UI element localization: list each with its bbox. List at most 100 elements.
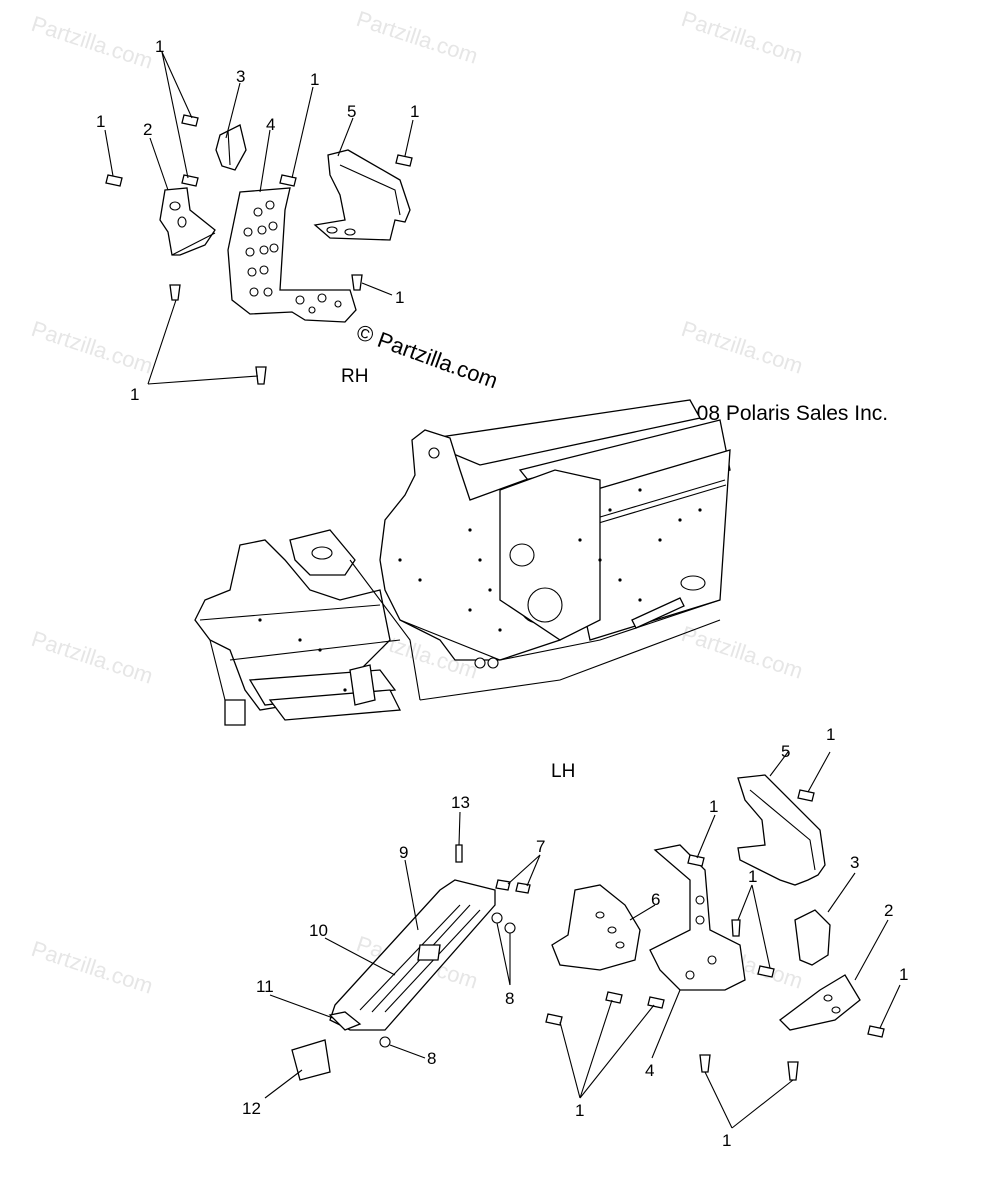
watermark: Partzilla.com	[28, 11, 155, 74]
rivet-dot	[343, 688, 347, 692]
lh-rivets	[545, 789, 885, 1081]
rivet-dot	[598, 558, 602, 562]
hole	[259, 265, 269, 275]
rivet	[867, 1025, 885, 1038]
lh-part-8-nut	[379, 1036, 391, 1048]
leader-line	[161, 51, 189, 179]
callout-number: 7	[536, 837, 545, 856]
rh-rivets	[105, 114, 413, 385]
hole	[344, 228, 356, 236]
hole	[268, 221, 278, 231]
callout-number: 1	[130, 385, 139, 404]
leader-line	[579, 1004, 655, 1099]
lh-part-6-panel	[551, 884, 641, 971]
leader-line	[458, 811, 461, 846]
rivet	[647, 996, 665, 1009]
rivet	[687, 854, 705, 867]
rivet-dot	[468, 528, 472, 532]
callout-number: 13	[451, 793, 470, 812]
leader-line	[737, 884, 753, 921]
hole	[685, 970, 695, 980]
leader-line	[404, 119, 414, 157]
hole	[269, 243, 279, 253]
callout-number: 1	[748, 867, 757, 886]
watermark: Partzilla.com	[28, 316, 155, 379]
rivet	[787, 1061, 799, 1081]
callout-number: 11	[256, 977, 274, 996]
callout-number: 1	[899, 965, 908, 984]
cover-edge	[749, 789, 816, 871]
leader-line	[104, 129, 114, 177]
callout-number: 6	[651, 890, 660, 909]
callout-number: 2	[884, 901, 893, 920]
rivet-dot	[638, 598, 642, 602]
section-label-lh: LH	[551, 761, 575, 782]
callout-number: 1	[826, 725, 835, 744]
lh-part-2-bracket	[779, 974, 861, 1031]
hole	[247, 267, 257, 277]
rail-line	[589, 479, 726, 521]
rivet	[731, 919, 741, 937]
leader-line	[337, 117, 354, 157]
rivet-dot	[418, 578, 422, 582]
lh-part-7-bolt	[495, 879, 511, 891]
rivet-dot	[478, 558, 482, 562]
rivet	[395, 154, 413, 167]
rivet-dot	[618, 578, 622, 582]
hole	[334, 300, 342, 308]
hole	[311, 546, 333, 560]
leader-line	[149, 137, 169, 191]
lh-callouts: 1 1 1 1 1 1 2 3 4 5 6 7 8 8 9 10 11 12 1…	[242, 725, 908, 1150]
skid-slot	[384, 909, 481, 1013]
hole	[253, 207, 263, 217]
rivet	[181, 174, 199, 187]
rivet	[181, 114, 199, 127]
callout-number: 1	[575, 1101, 584, 1120]
hole	[249, 287, 259, 297]
lh-part-5-cover	[737, 774, 826, 886]
lh-part-7-bolt	[515, 882, 531, 894]
watermark: Partzilla.com	[28, 626, 155, 689]
leader-line	[651, 989, 681, 1059]
tunnel-grip	[631, 597, 685, 629]
copyright-text: © 2008 Polaris Sales Inc.	[652, 402, 888, 425]
watermark: Partzilla.com	[678, 6, 805, 69]
center-watermark: © Partzilla.com	[353, 319, 501, 393]
rh-part-3-bracket	[215, 124, 247, 171]
hole	[474, 657, 486, 669]
rivet-dot	[488, 588, 492, 592]
leader-line	[496, 922, 511, 986]
hole	[707, 955, 717, 965]
callout-number: 10	[309, 921, 328, 940]
bracket-edge	[171, 232, 216, 256]
callout-number: 8	[427, 1049, 436, 1068]
hole	[695, 915, 705, 925]
hole	[257, 225, 267, 235]
hole	[831, 1006, 841, 1014]
frame-line	[199, 604, 381, 621]
leader-line	[291, 86, 314, 179]
cover-edge	[339, 164, 401, 216]
callout-number: 12	[242, 1099, 261, 1118]
callout-number: 1	[155, 37, 164, 56]
tunnel-rail	[417, 399, 701, 466]
side-plate-rear	[499, 469, 601, 641]
rivet-dot	[398, 558, 402, 562]
leader-line	[225, 82, 241, 139]
rh-callouts: 1 1 1 1 1 1 2 3 4 5	[96, 37, 419, 404]
leader-line	[769, 751, 789, 777]
watermark: Partzilla.com	[28, 936, 155, 999]
hole	[607, 926, 617, 934]
hole	[259, 245, 269, 255]
lh-part-8-nut	[491, 912, 503, 924]
hole	[695, 895, 705, 905]
rivet-dot	[318, 648, 322, 652]
frame-line	[419, 619, 721, 701]
hole	[263, 287, 273, 297]
leader-line	[526, 854, 541, 887]
rivet-dot	[468, 608, 472, 612]
rivet-dot	[298, 638, 302, 642]
rivet	[605, 991, 623, 1004]
hole	[487, 657, 499, 669]
leader-line	[704, 1071, 733, 1129]
